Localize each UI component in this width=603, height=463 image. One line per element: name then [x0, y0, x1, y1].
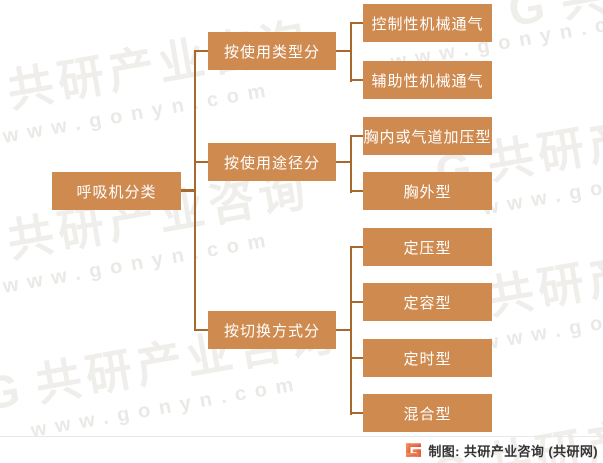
watermark-url: www.gonyn.com: [1, 78, 276, 148]
leaf-node: 辅助性机械通气: [363, 61, 492, 99]
branch-node-usage-type: 按使用类型分: [208, 32, 336, 70]
connector-g2-leaf1: [350, 135, 363, 137]
branch-node-usage-route: 按使用途径分: [208, 143, 336, 181]
connector-root-stub: [181, 189, 196, 192]
connector-g1-leaf1: [350, 22, 363, 24]
branch-node-switch-mode: 按切换方式分: [208, 311, 336, 349]
connector-g3-trunk: [350, 246, 352, 415]
connector-g3-leaf2: [350, 301, 363, 303]
gonyn-logo-watermark-icon: G: [0, 361, 29, 421]
connector-g1-trunk: [350, 22, 352, 82]
footer-credit: 制图: 共研产业咨询 (共研网): [428, 443, 598, 459]
gonyn-logo-watermark-icon: G: [0, 218, 1, 276]
connector-g1-leaf2: [350, 79, 363, 81]
connector-g2-out: [336, 161, 352, 163]
connector-g3-leaf4: [350, 412, 363, 414]
footer: 制图: 共研产业咨询 (共研网): [406, 441, 598, 459]
leaf-node: 控制性机械通气: [363, 4, 492, 42]
watermark-url: www.gonyn.com: [1, 228, 276, 298]
connector-trunk-l1: [194, 50, 196, 331]
leaf-node: 定压型: [363, 228, 492, 266]
gonyn-logo-watermark-icon: G: [0, 68, 1, 126]
gonyn-g-logo-icon: [406, 443, 422, 457]
connector-g3-out: [336, 329, 352, 331]
connector-branch2-in: [194, 161, 208, 163]
connector-g3-leaf3: [350, 357, 363, 359]
root-node: 呼吸机分类: [52, 172, 181, 210]
leaf-node: 混合型: [363, 394, 492, 432]
footer-divider: [0, 436, 603, 437]
leaf-node: 定容型: [363, 283, 492, 321]
connector-branch1-in: [194, 50, 208, 52]
leaf-node: 胸内或气道加压型: [363, 117, 492, 155]
watermark-brand: G共研产业咨询: [504, 0, 603, 37]
connector-g2-trunk: [350, 135, 352, 193]
connector-g2-leaf2: [350, 190, 363, 192]
connector-branch3-in: [194, 329, 208, 331]
connector-g3-leaf1: [350, 246, 363, 248]
leaf-node: 定时型: [363, 339, 492, 377]
watermark: G共研产业咨询 www.gonyn.com: [504, 0, 603, 37]
connector-g1-out: [336, 50, 352, 52]
leaf-node: 胸外型: [363, 172, 492, 210]
